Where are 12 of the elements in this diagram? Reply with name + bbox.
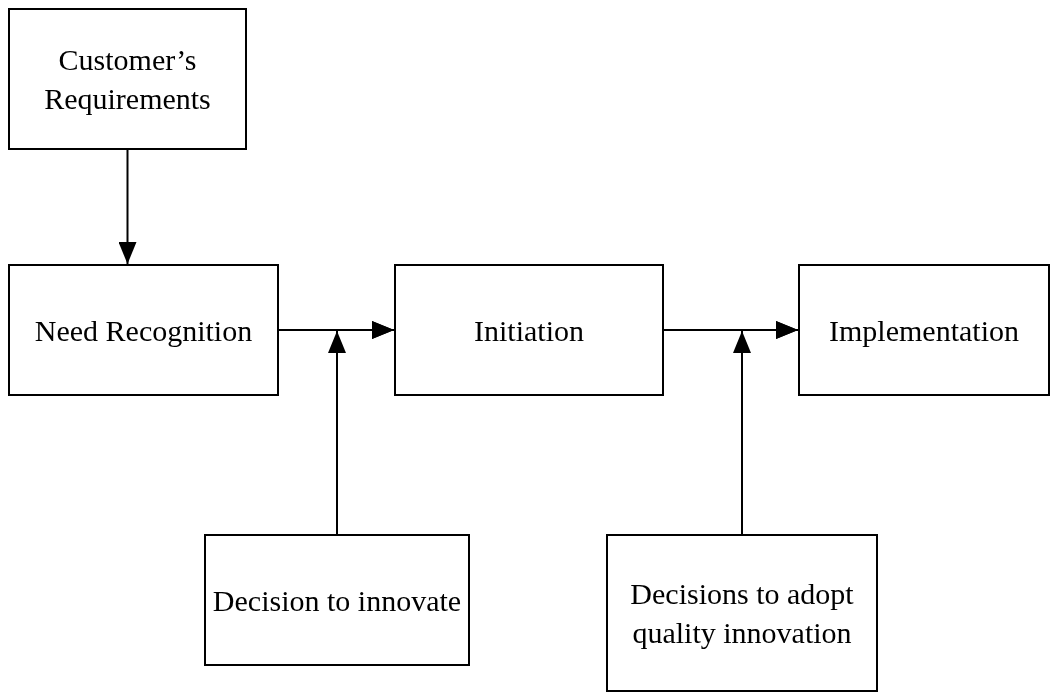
process-box	[204, 534, 470, 666]
node-label: Need Recognition	[34, 312, 253, 349]
node-label: Implementation	[829, 312, 1019, 349]
node-label: Initiation	[474, 312, 584, 349]
node-label: Decision to innovate	[212, 582, 462, 619]
node-label: Customer’s Requirements	[43, 42, 212, 117]
process-box	[798, 264, 1050, 396]
process-box	[8, 8, 247, 150]
process-box	[8, 264, 279, 396]
process-box	[394, 264, 664, 396]
node-label: Decisions to adopt quality innovation	[629, 576, 855, 651]
process-box	[606, 534, 878, 692]
